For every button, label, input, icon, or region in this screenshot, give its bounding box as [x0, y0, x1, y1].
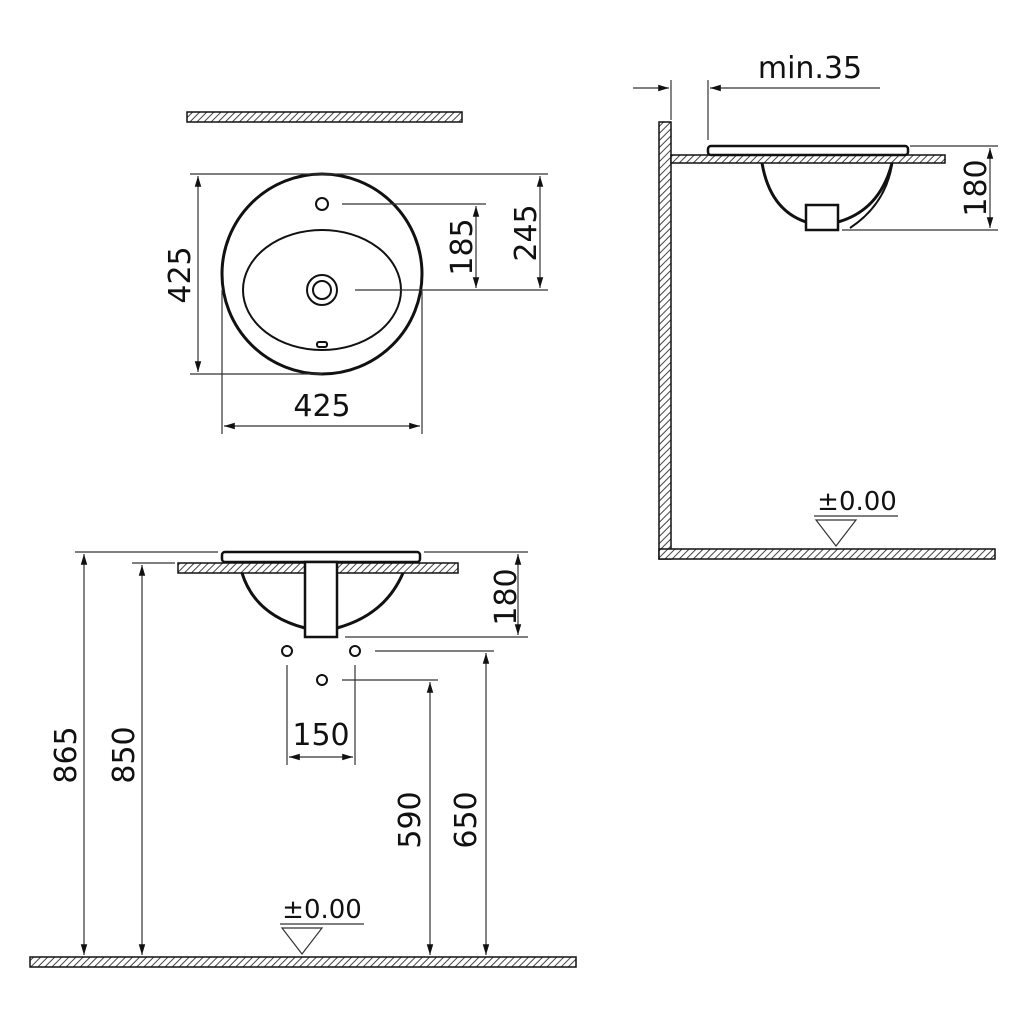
lower-connection-dimension: 590: [393, 791, 428, 848]
wall-section: [658, 121, 672, 560]
bowl-outline: [336, 572, 405, 630]
water-connection-right: [349, 645, 361, 657]
basin-height-dimension: 180: [489, 568, 524, 625]
width-dimension: 425: [293, 389, 350, 424]
depth-dimension: 425: [163, 246, 198, 303]
tap-hole: [315, 197, 329, 211]
waste-connection: [316, 674, 328, 686]
floor-level-marker: [280, 927, 324, 955]
drain-inner: [312, 280, 332, 300]
top-view: 425 425 185 245: [163, 111, 548, 434]
floor-level-label: ±0.00: [282, 895, 362, 925]
min-clearance-dimension: min.35: [758, 51, 862, 86]
drain-outer: [306, 274, 338, 306]
front-view: 865 850 180 650 590 150 ±0.00: [29, 550, 577, 968]
counter-height-dimension: 850: [107, 726, 142, 783]
floor-section: [29, 956, 577, 968]
floor-level-marker: [814, 519, 858, 547]
bowl-outline: [837, 162, 894, 224]
bowl-back-flange: [849, 164, 893, 229]
height-dimension: 180: [959, 159, 994, 216]
side-view: min.35 180 ±0.00: [633, 51, 998, 560]
floor-level-label: ±0.00: [817, 487, 897, 517]
upper-connection-dimension: 650: [449, 791, 484, 848]
rim-height-dimension: 865: [49, 726, 84, 783]
basin-rim: [220, 550, 422, 564]
edge-to-drain-dimension: 245: [509, 204, 544, 261]
bowl-outline: [240, 572, 306, 630]
water-connection-left: [281, 645, 293, 657]
connection-spacing-dimension: 150: [292, 718, 349, 753]
drain-outlet: [804, 203, 840, 232]
tap-to-drain-dimension: 185: [445, 218, 480, 275]
drain-outlet: [303, 560, 339, 639]
basin-rim: [706, 144, 910, 157]
bowl-outline: [760, 162, 807, 224]
countertop-section: [186, 111, 463, 123]
floor-section: [658, 548, 996, 560]
overflow-hole: [316, 341, 328, 348]
